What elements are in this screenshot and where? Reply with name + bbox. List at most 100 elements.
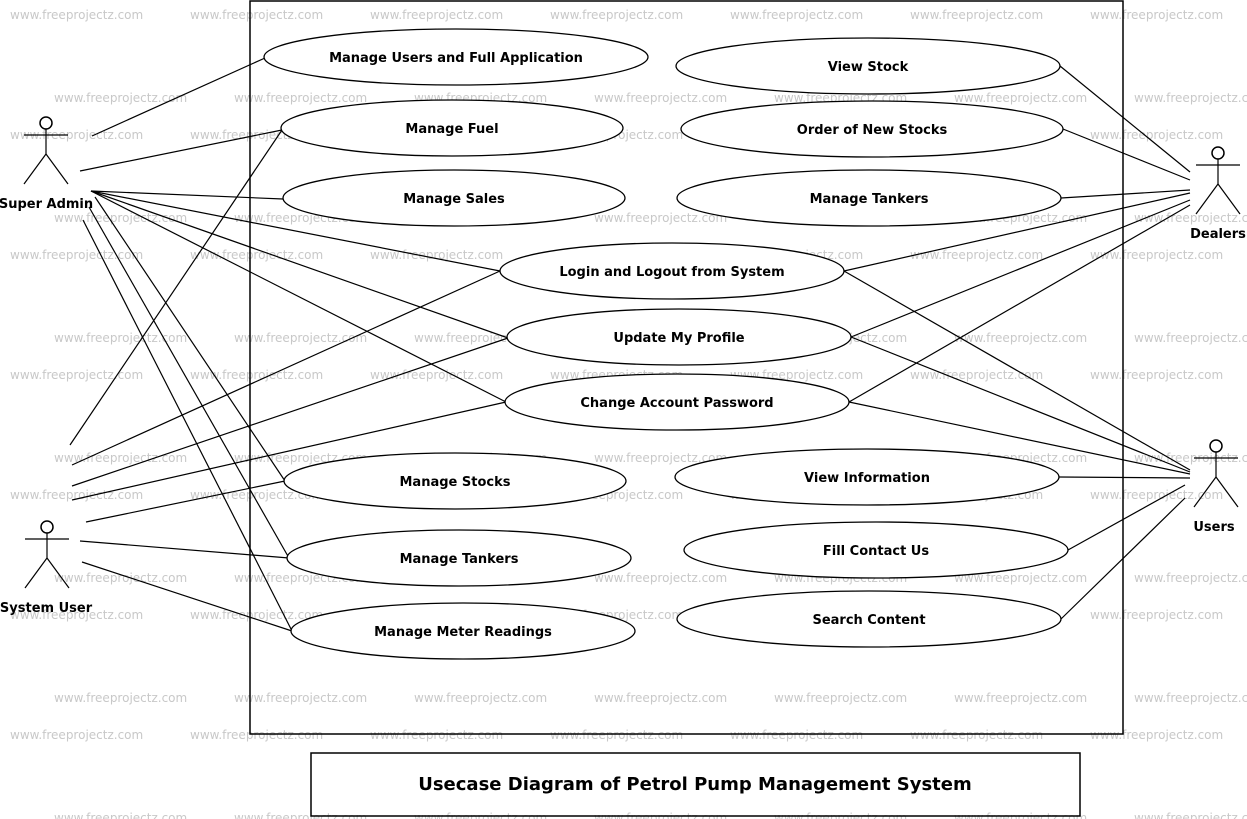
watermark-text: www.freeprojectz.com (54, 571, 187, 585)
watermark-text: www.freeprojectz.com (54, 451, 187, 465)
association-system-user-manage-meter-readings (81, 561, 293, 632)
association-super-admin-manage-users-full-app (91, 57, 266, 137)
association-users-login-logout (843, 270, 1191, 471)
usecase-label: Login and Logout from System (559, 265, 784, 280)
actor-head (39, 116, 53, 130)
watermark-text: www.freeprojectz.com (1134, 331, 1247, 345)
usecase-login-logout: Login and Logout from System (499, 242, 845, 300)
usecase-ellipse (674, 448, 1060, 506)
watermark-text: www.freeprojectz.com (54, 91, 187, 105)
actor-head (1211, 146, 1225, 160)
watermark-text: www.freeprojectz.com (1090, 248, 1223, 262)
association-dealers-view-stock (1059, 65, 1191, 173)
usecase-label: Update My Profile (613, 331, 744, 346)
actor-dealers: Dealers (1190, 146, 1246, 242)
usecase-manage-fuel: Manage Fuel (280, 99, 624, 157)
association-super-admin-manage-tankers-left (88, 206, 290, 559)
watermark-text: www.freeprojectz.com (1090, 608, 1223, 622)
association-super-admin-manage-fuel (79, 129, 283, 172)
usecase-ellipse (680, 100, 1064, 158)
usecase-update-profile: Update My Profile (506, 308, 852, 366)
watermark-text: www.freeprojectz.com (370, 728, 503, 742)
association-system-user-change-password (71, 401, 507, 501)
actor-leg-left (24, 557, 48, 589)
watermark-text: www.freeprojectz.com (1090, 8, 1223, 22)
usecase-view-information: View Information (674, 448, 1060, 506)
watermark-text: www.freeprojectz.com (1134, 811, 1247, 819)
association-users-fill-contact-us (1067, 484, 1186, 551)
usecase-ellipse (675, 37, 1061, 95)
usecase-layer: Manage Users and Full ApplicationManage … (263, 28, 1069, 660)
watermark-text: www.freeprojectz.com (774, 691, 907, 705)
watermark-text: www.freeprojectz.com (954, 91, 1087, 105)
actor-label: Super Admin (0, 197, 93, 212)
association-users-search-content (1060, 497, 1186, 620)
association-super-admin-update-profile (90, 190, 509, 339)
usecase-label: Search Content (812, 613, 925, 628)
watermark-text: www.freeprojectz.com (10, 8, 143, 22)
watermark-text: www.freeprojectz.com (190, 368, 323, 382)
watermark-text: www.freeprojectz.com (1134, 691, 1247, 705)
actor-leg-right (45, 153, 69, 185)
watermark-text: www.freeprojectz.com (954, 331, 1087, 345)
watermark-text: www.freeprojectz.com (594, 691, 727, 705)
association-system-user-update-profile (71, 337, 509, 487)
usecase-ellipse (263, 28, 649, 86)
association-super-admin-change-password (90, 190, 507, 403)
usecase-label: Fill Contact Us (823, 544, 929, 559)
watermark-text: www.freeprojectz.com (954, 691, 1087, 705)
association-users-view-information (1058, 476, 1191, 479)
usecase-label: Manage Fuel (405, 122, 498, 137)
watermark-text: www.freeprojectz.com (190, 8, 323, 22)
actor-label: Users (1193, 520, 1235, 535)
watermark-text: www.freeprojectz.com (370, 8, 503, 22)
usecase-manage-users-full-app: Manage Users and Full Application (263, 28, 649, 86)
actor-users: Users (1193, 439, 1239, 535)
association-super-admin-manage-meter-readings (82, 219, 293, 632)
watermark-text: www.freeprojectz.com (774, 811, 907, 819)
watermark-text: www.freeprojectz.com (234, 91, 367, 105)
usecase-ellipse (283, 452, 627, 510)
actor-leg-right (1215, 476, 1239, 508)
association-dealers-change-password (848, 204, 1191, 403)
watermark-text: www.freeprojectz.com (730, 8, 863, 22)
watermark-text: www.freeprojectz.com (594, 211, 727, 225)
watermark-text: www.freeprojectz.com (910, 728, 1043, 742)
usecase-label: Manage Users and Full Application (329, 51, 583, 66)
association-lines (69, 57, 1191, 632)
usecase-label: Manage Sales (403, 192, 505, 207)
watermark-text: www.freeprojectz.com (1134, 91, 1247, 105)
association-users-update-profile (850, 336, 1191, 473)
usecase-label: Manage Tankers (400, 552, 519, 567)
watermark-text: www.freeprojectz.com (10, 248, 143, 262)
usecase-fill-contact-us: Fill Contact Us (683, 521, 1069, 579)
watermark-text: www.freeprojectz.com (414, 691, 547, 705)
watermark-text: www.freeprojectz.com (54, 691, 187, 705)
watermark-text: www.freeprojectz.com (234, 811, 367, 819)
watermark-text: www.freeprojectz.com (910, 368, 1043, 382)
watermark-text: www.freeprojectz.com (1090, 128, 1223, 142)
watermark-text: www.freeprojectz.com (10, 128, 143, 142)
usecase-ellipse (504, 373, 850, 431)
watermark-text: www.freeprojectz.com (370, 248, 503, 262)
watermark-text: www.freeprojectz.com (594, 451, 727, 465)
usecase-ellipse (286, 529, 632, 587)
watermark-text: www.freeprojectz.com (10, 368, 143, 382)
actor-system-user: System User (0, 520, 93, 616)
usecase-ellipse (676, 169, 1062, 227)
usecase-ellipse (290, 602, 636, 660)
watermark-text: www.freeprojectz.com (54, 211, 187, 225)
usecase-label: Manage Meter Readings (374, 625, 552, 640)
actor-label: System User (0, 601, 93, 616)
association-dealers-order-new-stocks (1062, 128, 1191, 181)
watermark-text: www.freeprojectz.com (54, 331, 187, 345)
watermark-text: www.freeprojectz.com (594, 91, 727, 105)
usecase-search-content: Search Content (676, 590, 1062, 648)
watermark-text: www.freeprojectz.com (730, 728, 863, 742)
usecase-label: Manage Stocks (400, 475, 511, 490)
diagram-title: Usecase Diagram of Petrol Pump Managemen… (418, 774, 972, 795)
watermark-text: www.freeprojectz.com (54, 811, 187, 819)
watermark-text: www.freeprojectz.com (10, 608, 143, 622)
